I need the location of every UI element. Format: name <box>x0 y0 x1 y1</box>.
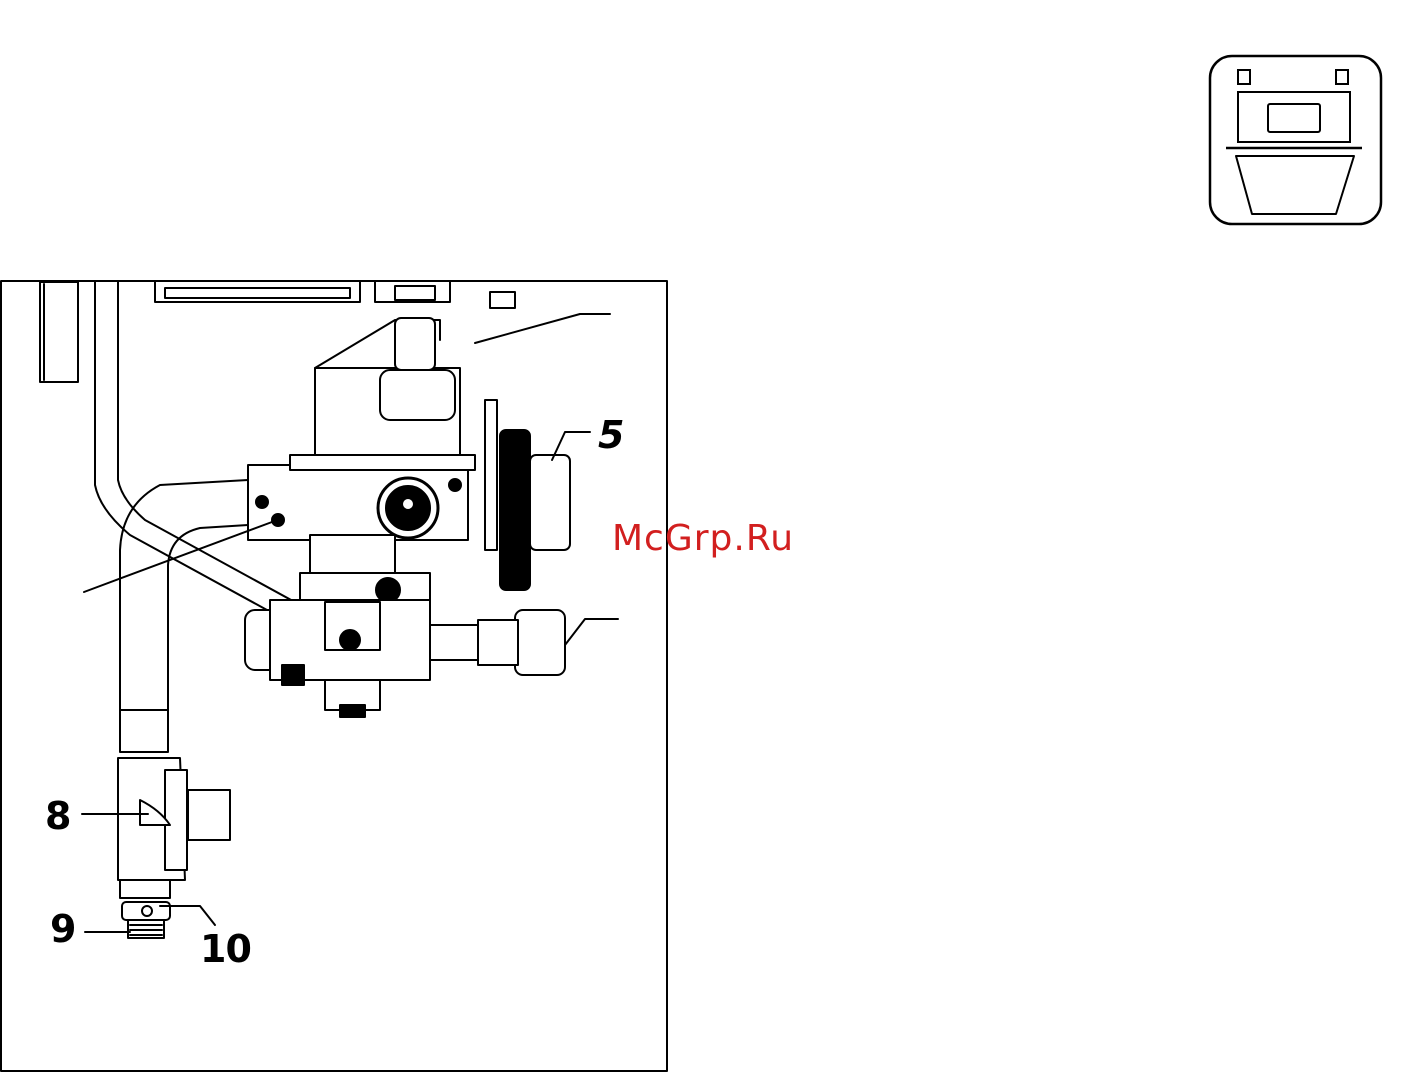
watermark-text: McGrp.Ru <box>612 518 794 559</box>
gas-valve-diagram <box>0 280 670 1072</box>
callout-9: 9 <box>50 910 75 948</box>
callout-10: 10 <box>200 930 251 968</box>
boiler-icon <box>1208 54 1383 226</box>
callout-8: 8 <box>45 797 70 835</box>
callout-5: 5 <box>598 416 623 454</box>
